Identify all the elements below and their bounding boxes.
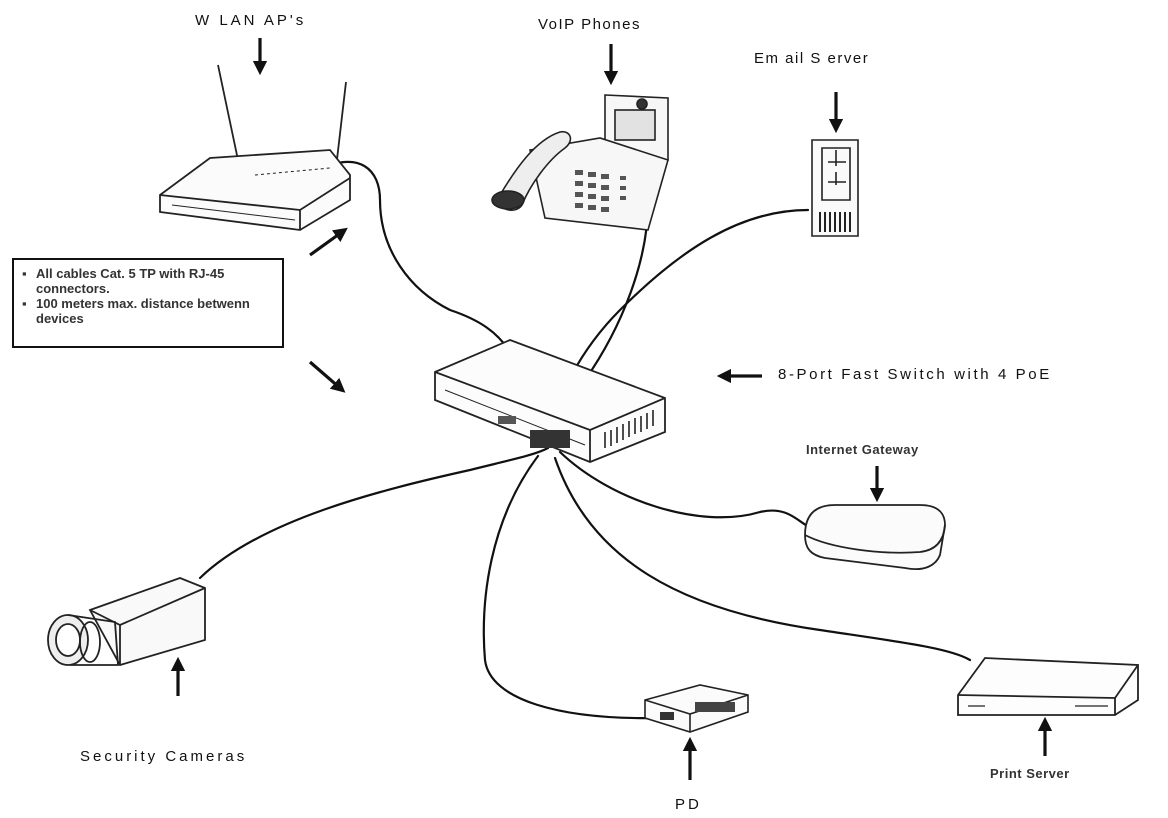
- label-switch: 8-Port Fast Switch with 4 PoE: [778, 366, 1052, 383]
- arrow-note-up: [309, 227, 348, 257]
- label-pd: PD: [675, 796, 702, 813]
- cable-internet-gateway: [558, 450, 814, 530]
- label-wlan-aps: W LAN AP's: [195, 12, 307, 29]
- note-item: ▪ 100 meters max. distance betwenn devic…: [22, 296, 274, 326]
- bullet-icon: ▪: [22, 266, 27, 281]
- label-voip-phones: VoIP Phones: [538, 16, 641, 33]
- label-security-cameras: Security Cameras: [80, 748, 248, 765]
- wlan-router-icon: [159, 64, 351, 231]
- internet-gateway-icon: [804, 504, 946, 570]
- cable-security-camera: [198, 446, 550, 580]
- voip-phone-icon: [491, 94, 669, 231]
- label-internet-gateway: Internet Gateway: [806, 442, 919, 457]
- label-email-server: Em ail S erver: [754, 50, 870, 67]
- label-print-server: Print Server: [990, 766, 1070, 781]
- cables: [198, 160, 972, 720]
- print-server-icon: [957, 657, 1139, 716]
- arrows: [170, 38, 1053, 780]
- pd-device-icon: [644, 684, 749, 733]
- cable-pd: [482, 454, 662, 720]
- switch-icon: [434, 339, 666, 463]
- bullet-icon: ▪: [22, 296, 27, 311]
- cable-notes-box: ▪ All cables Cat. 5 TP with RJ-45 connec…: [12, 258, 284, 348]
- note-text-distance: 100 meters max. distance betwenn devices: [36, 296, 250, 326]
- arrow-note-down: [308, 360, 346, 393]
- security-camera-icon: [47, 577, 206, 667]
- note-item: ▪ All cables Cat. 5 TP with RJ-45 connec…: [22, 266, 274, 296]
- note-text-cables: All cables Cat. 5 TP with RJ-45 connecto…: [36, 266, 225, 296]
- cable-print-server: [553, 456, 972, 662]
- email-server-icon: [811, 139, 859, 237]
